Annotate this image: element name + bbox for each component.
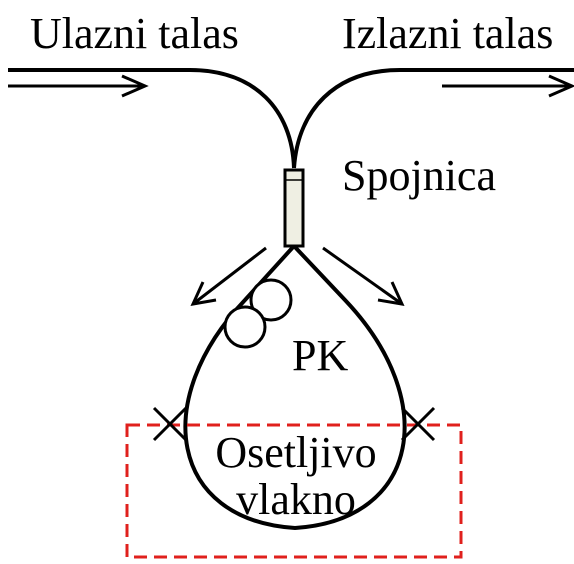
loop-arrow-left	[190, 246, 267, 306]
output-fiber	[292, 68, 574, 169]
sensing-fiber-label-line2: vlakno	[236, 475, 356, 524]
coupler-label: Spojnica	[342, 151, 496, 200]
polarization-controller-label: PK	[292, 331, 348, 380]
splice-mark-right	[400, 406, 436, 442]
polarization-controller-icon	[223, 278, 293, 349]
input-arrow	[8, 74, 149, 98]
sensing-region	[125, 423, 463, 559]
input-fiber	[8, 68, 296, 169]
output-wave-label: Izlazni talas	[342, 9, 553, 58]
splice-mark-left	[152, 406, 188, 442]
sensing-fiber-label-line1: Osetljivo	[215, 428, 376, 477]
input-wave-label: Ulazni talas	[30, 9, 239, 58]
coupler	[283, 168, 305, 248]
fiber-loop	[183, 244, 407, 531]
loop-arrow-right	[322, 246, 405, 306]
output-arrow	[442, 74, 574, 98]
